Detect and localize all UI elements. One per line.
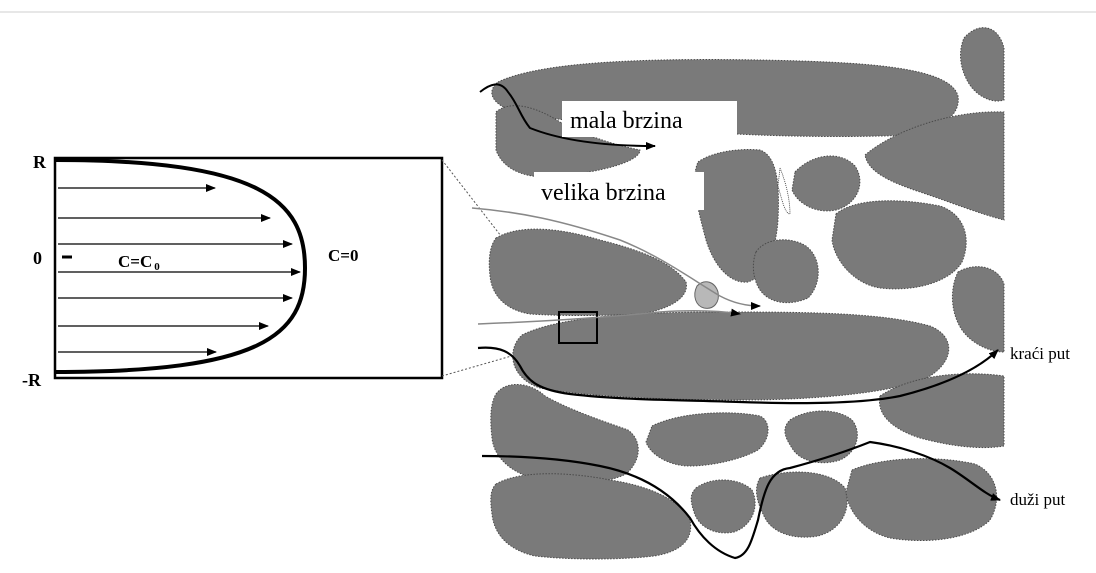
grain: [513, 312, 949, 400]
grain: [491, 384, 638, 483]
grain: [646, 413, 768, 466]
grain: [832, 201, 966, 289]
pore-throat: [778, 168, 790, 214]
wall-concentration-label: C=0: [328, 246, 358, 265]
profile-frame: [55, 158, 442, 378]
short-path-label: kraći put: [1010, 344, 1070, 363]
slow-flow-label: mala brzina: [570, 108, 683, 134]
grain: [785, 411, 857, 463]
porous-medium: mala brzina velika brzina kraći put duži…: [472, 28, 1070, 559]
bottom-wall-label: -R: [22, 370, 42, 390]
grain: [846, 459, 997, 541]
top-wall-label: R: [33, 152, 47, 172]
center-axis-label: 0: [33, 248, 42, 268]
grain: [691, 480, 755, 533]
long-path-label: duži put: [1010, 490, 1066, 509]
grain: [961, 28, 1004, 101]
fast-flow-label: velika brzina: [541, 180, 666, 206]
grain: [952, 267, 1004, 352]
grain: [491, 474, 691, 559]
grain: [489, 229, 686, 315]
small-grain: [695, 282, 719, 309]
grain: [792, 156, 860, 211]
grain: [753, 240, 818, 303]
